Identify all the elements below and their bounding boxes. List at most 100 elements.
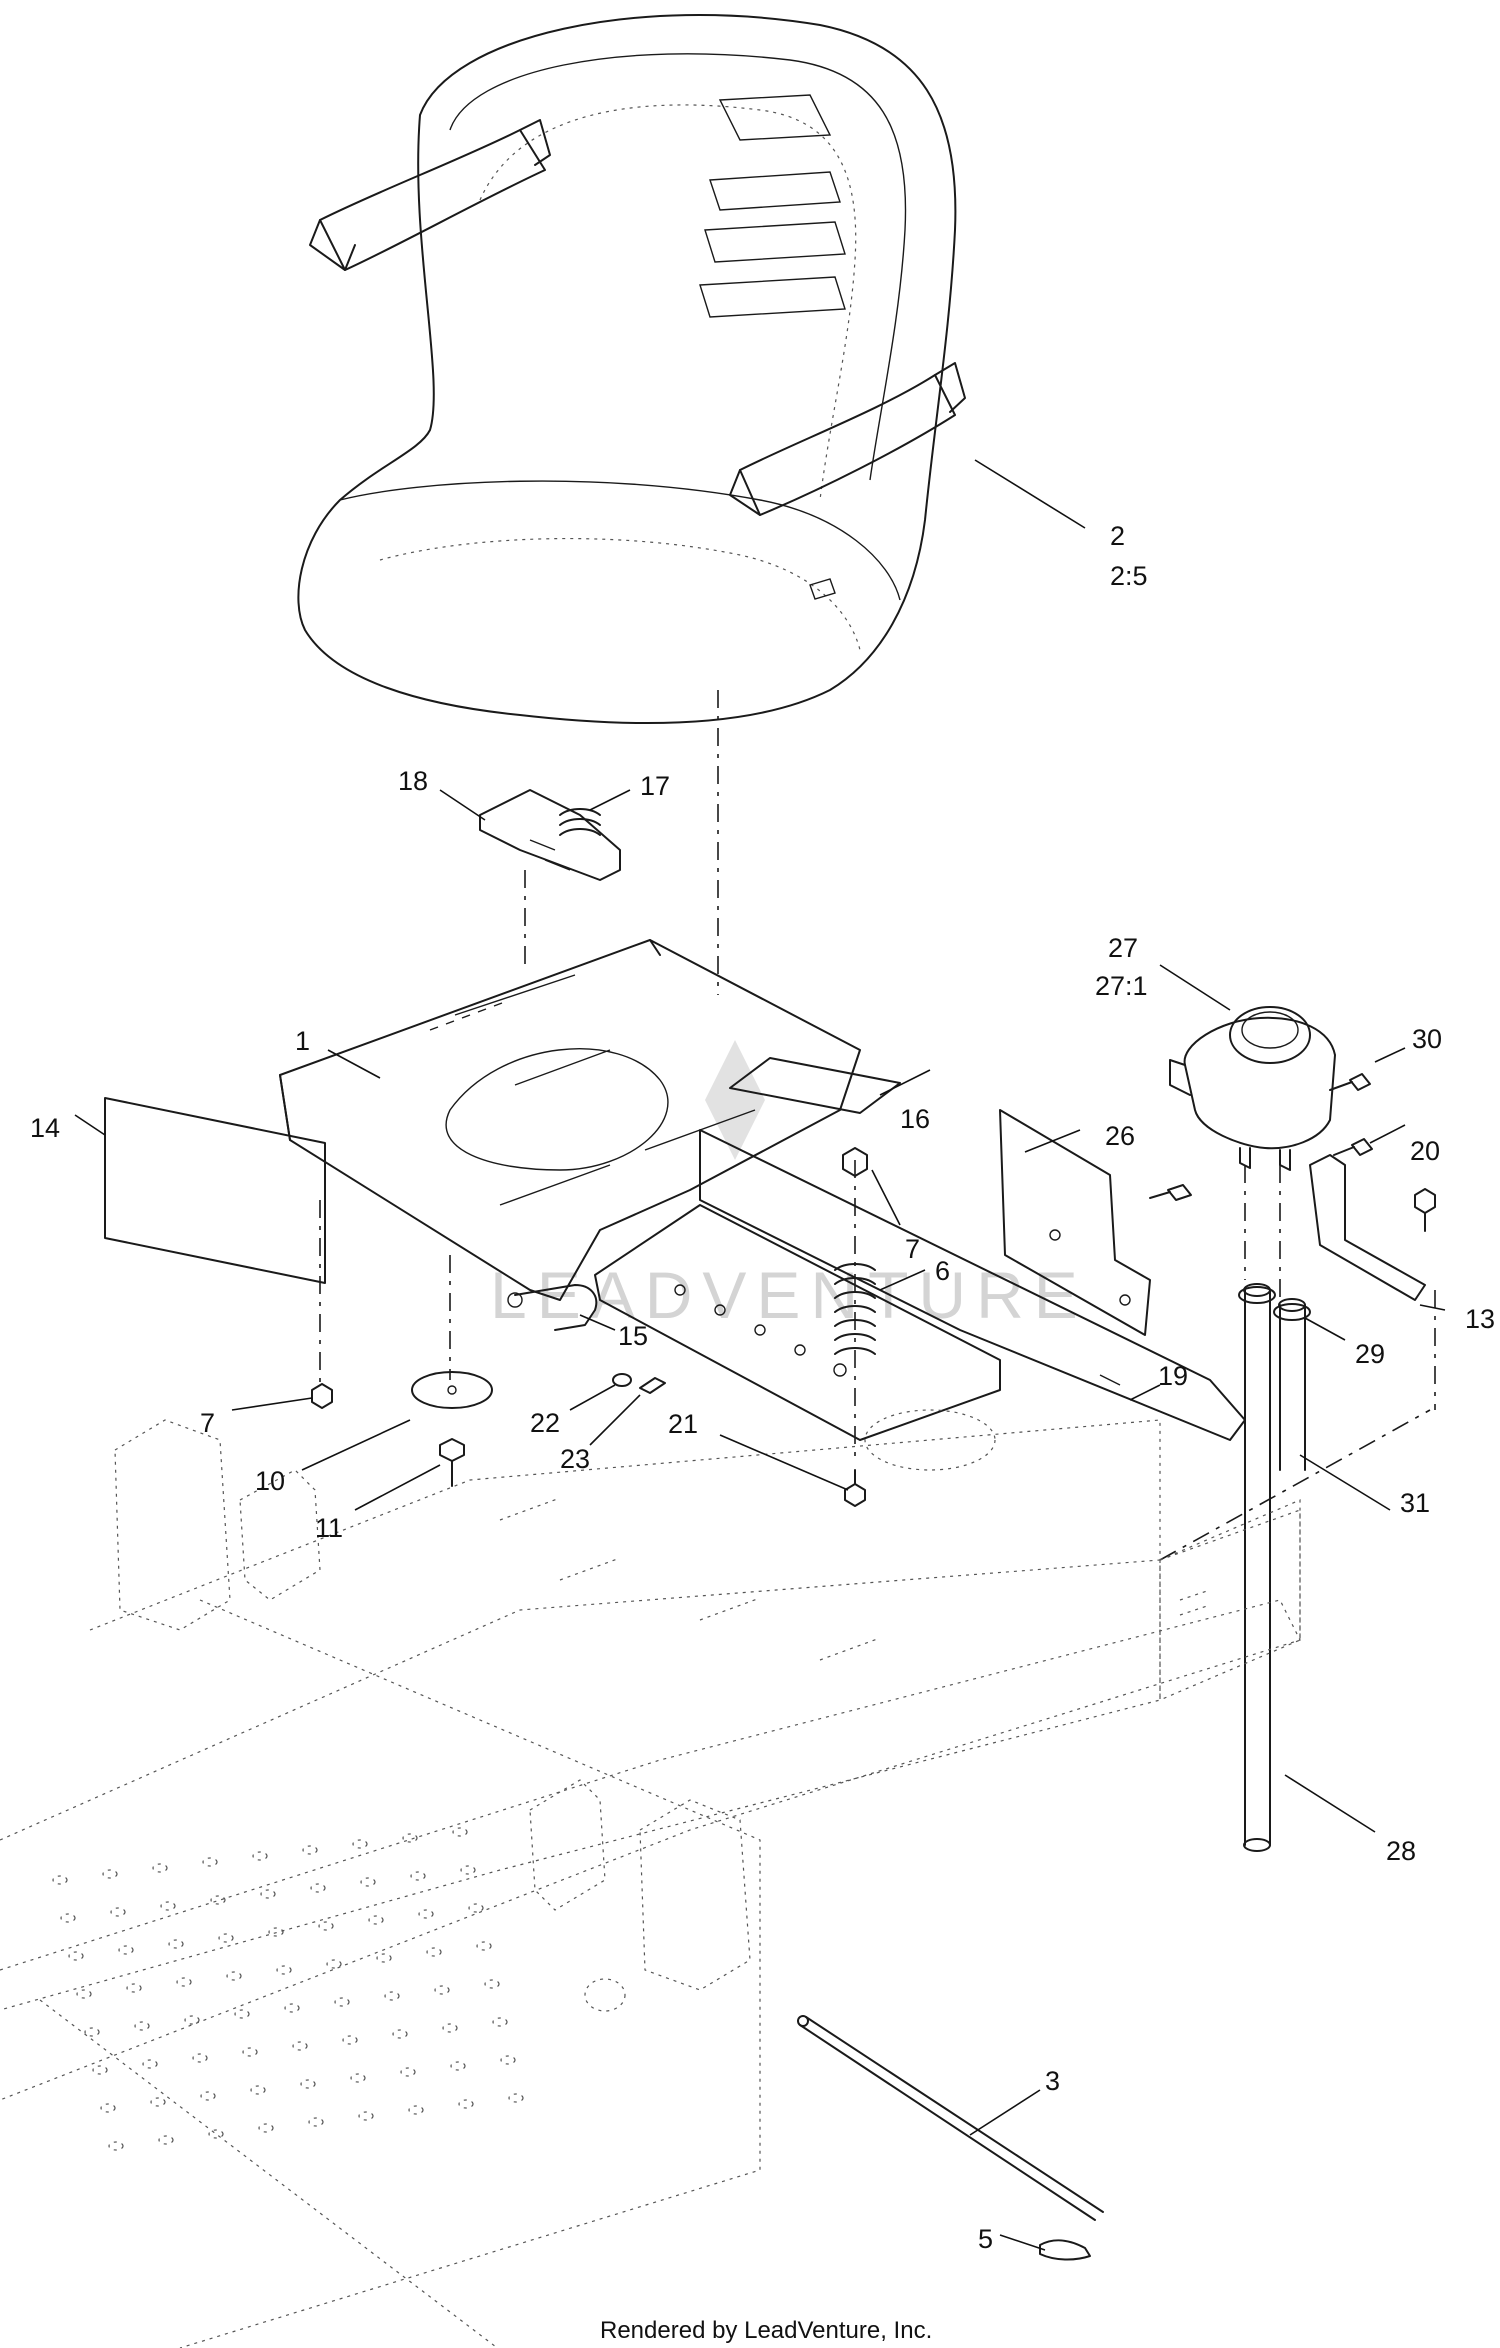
floor-hole: [376, 1953, 392, 1963]
floor-hole: [302, 1845, 318, 1855]
floor-hole: [118, 1945, 134, 1955]
leader-27: [1159, 964, 1231, 1011]
leader-15: [579, 1314, 616, 1331]
callout-20: 20: [1410, 1136, 1440, 1166]
floor-hole: [284, 2003, 300, 2013]
floor-hole: [326, 1959, 342, 1969]
floor-hole: [402, 1833, 418, 1843]
spring-part-17: [559, 808, 601, 836]
callout-14: 14: [30, 1113, 60, 1143]
panel-part-26: [999, 1109, 1151, 1336]
floor-hole: [400, 2067, 416, 2077]
callout-21: 21: [668, 1409, 698, 1439]
rail-part-19: [699, 1129, 1246, 1441]
watermark-text: LEADVENTURE: [490, 1258, 1088, 1332]
floor-hole: [200, 2091, 216, 2101]
leader-21: [719, 1434, 849, 1491]
floor-hole: [158, 2135, 174, 2145]
floor-hole: [300, 2079, 316, 2089]
leader-30: [1374, 1047, 1406, 1063]
callout-28: 28: [1386, 1836, 1416, 1866]
callout-5: 5: [978, 2224, 993, 2254]
floor-hole: [508, 2093, 524, 2103]
chassis-frame: [0, 1409, 1301, 2348]
callout-1: 1: [295, 1026, 310, 1056]
floor-hole: [60, 1913, 76, 1923]
leader-14: [74, 1114, 106, 1136]
floor-hole: [492, 2017, 508, 2027]
leader-2: [974, 459, 1086, 529]
callout-7a: 7: [905, 1234, 920, 1264]
hose-routing: [1159, 1409, 1431, 1561]
floor-hole: [168, 1939, 184, 1949]
leader-5: [999, 2234, 1046, 2251]
callout-2: 2: [1110, 521, 1125, 551]
floor-plate: [52, 1827, 524, 2151]
pin-part-15: [507, 1284, 598, 1331]
callout-2-sub: 2:5: [1110, 561, 1148, 591]
floor-hole: [110, 1907, 126, 1917]
floor-hole: [410, 1871, 426, 1881]
leader-29: [1304, 1317, 1346, 1341]
leader-16: [879, 1069, 931, 1096]
bolt-part-20: [1333, 1138, 1373, 1156]
leader-13: [1419, 1304, 1446, 1311]
leader-6: [879, 1269, 926, 1291]
floor-hole: [308, 2117, 324, 2127]
leader-23: [589, 1394, 641, 1446]
callout-18: 18: [398, 766, 428, 796]
leader-19: [1129, 1384, 1161, 1401]
hose-part-31: [1243, 1283, 1306, 1641]
floor-hole: [100, 2103, 116, 2113]
leader-26: [1024, 1129, 1081, 1153]
callout-19: 19: [1158, 1361, 1188, 1391]
floor-hole: [484, 1979, 500, 1989]
floor-hole: [268, 1927, 284, 1937]
floor-hole: [202, 1857, 218, 1867]
floor-hole: [242, 2047, 258, 2057]
floor-hole: [52, 1875, 68, 1885]
bolt-part-13: [1414, 1188, 1436, 1232]
floor-hole: [258, 2123, 274, 2133]
callout-16: 16: [900, 1104, 930, 1134]
floor-hole: [102, 1869, 118, 1879]
callout-15: 15: [618, 1321, 648, 1351]
callout-3: 3: [1045, 2066, 1060, 2096]
floor-hole: [252, 1851, 268, 1861]
floor-hole: [84, 2027, 100, 2037]
nut-part-7-upper: [842, 1147, 868, 1177]
bolt-part-26: [1149, 1184, 1192, 1201]
floor-hole: [476, 1941, 492, 1951]
floor-hole: [108, 2141, 124, 2151]
clip-part-23: [639, 1377, 666, 1394]
floor-hole: [126, 1983, 142, 1993]
bolt-part-21: [844, 1469, 866, 1507]
leader-7b: [231, 1397, 313, 1411]
floor-hole: [392, 2029, 408, 2039]
floor-hole: [334, 1997, 350, 2007]
decal-part-16: [729, 1057, 901, 1114]
washer-part-22: [612, 1373, 632, 1387]
callout-17: 17: [640, 771, 670, 801]
floor-hole: [318, 1921, 334, 1931]
callout-27: 27: [1108, 933, 1138, 963]
floor-hole: [176, 1977, 192, 1987]
floor-hole: [458, 2099, 474, 2109]
leader-1: [327, 1049, 381, 1079]
floor-hole: [142, 2059, 158, 2069]
leader-20: [1369, 1124, 1406, 1144]
floor-hole: [450, 2061, 466, 2071]
floor-hole: [210, 1895, 226, 1905]
floor-hole: [260, 1889, 276, 1899]
floor-hole: [150, 2097, 166, 2107]
callout-27-sub: 27:1: [1095, 971, 1148, 1001]
leader-22: [569, 1384, 616, 1411]
clip-part-5: [1039, 2239, 1091, 2261]
floor-hole: [226, 1971, 242, 1981]
callout-7b: 7: [200, 1408, 215, 1438]
floor-hole: [218, 1933, 234, 1943]
bracket-part-13: [1309, 1154, 1426, 1301]
seat-plate-part-1: [279, 939, 861, 1301]
